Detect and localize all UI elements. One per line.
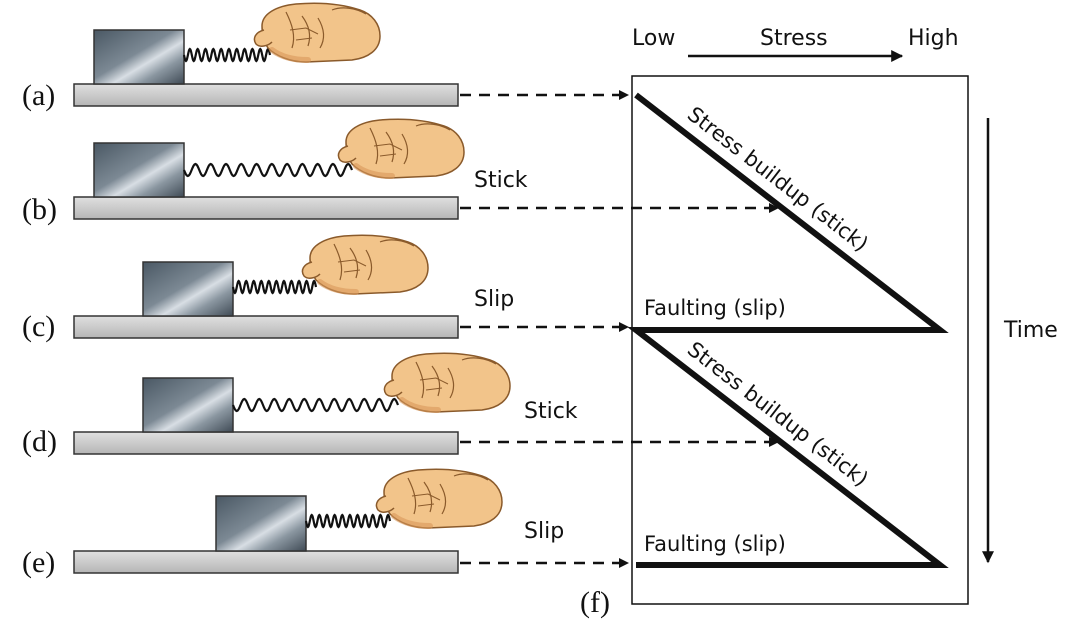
base-bar-c [73,315,459,339]
phase-label-stick-1: Stick [474,168,528,193]
time-axis-title: Time [1003,318,1058,343]
hand-c [302,235,428,294]
label-c: (c) [22,310,55,343]
buildup-label-1: Stress buildup (stick) [683,102,873,256]
stress-axis: Low Stress High [632,26,959,62]
time-axis: Time [982,118,1058,564]
hand-a [254,3,380,62]
graph-frame [631,75,969,605]
graph-f: Stress buildup (stick) Stress buildup (s… [580,75,969,619]
faulting-label-2: Faulting (slip) [644,532,786,556]
motion-lines-c [80,267,142,309]
phase-label-stick-2: Stick [524,399,578,424]
motion-lines-e [154,502,215,544]
block-c [142,261,234,317]
label-f: (f) [580,586,610,619]
base-bar-a [73,83,459,107]
spring-e [304,513,392,529]
spring-c [231,279,318,295]
block-b [93,142,185,198]
row-d: (d) Stick [22,353,779,458]
stress-axis-title: Stress [760,26,828,51]
faulting-label-1: Faulting (slip) [644,296,786,320]
label-d: (d) [22,425,57,458]
spring-d [231,397,400,413]
row-b: (b) Stick [22,119,779,226]
block-d [142,377,234,433]
row-e: (e) Slip [22,469,629,579]
label-a: (a) [22,79,55,112]
phase-label-slip-2: Slip [524,519,564,544]
stress-low-label: Low [632,26,675,51]
spring-a [182,47,272,63]
block-e [215,495,307,552]
base-bar-b [73,196,459,220]
buildup-label-2: Stress buildup (stick) [683,337,873,491]
base-bar-d [73,431,459,455]
row-a: (a) [22,3,629,112]
phase-label-slip-1: Slip [474,287,514,312]
spring-b [182,162,354,178]
stress-high-label: High [908,26,959,51]
base-bar-e [73,550,459,574]
hand-e [376,469,502,528]
label-b: (b) [22,193,57,226]
block-a [93,29,185,85]
label-e: (e) [22,546,55,579]
hand-b [338,119,464,178]
stress-curve [627,92,949,568]
row-c: (c) Slip [22,235,629,343]
hand-d [384,353,510,412]
